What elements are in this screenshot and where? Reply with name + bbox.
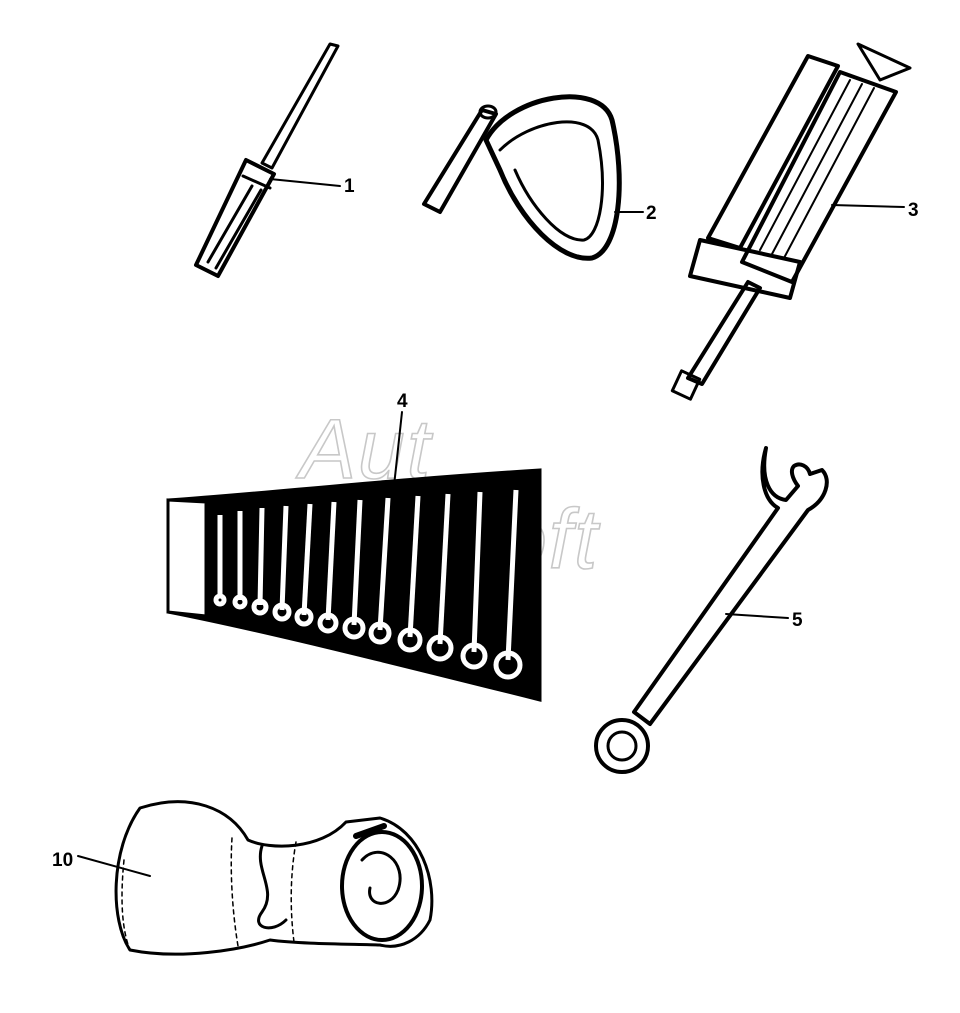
callout-leader-3 xyxy=(831,204,905,208)
callout-2: 2 xyxy=(646,203,657,224)
tool-bag-illustration xyxy=(114,800,434,956)
callout-5: 5 xyxy=(792,610,803,631)
screwdriver-illustration xyxy=(194,42,340,278)
callout-10: 10 xyxy=(52,850,73,871)
wrench-set-roll-illustration xyxy=(166,468,542,702)
callout-3: 3 xyxy=(908,200,919,221)
grease-gun-illustration xyxy=(670,42,912,401)
callout-leader-4 xyxy=(393,411,403,487)
callout-leader-5 xyxy=(725,613,789,619)
wrench-set xyxy=(213,489,523,680)
callout-leader-10 xyxy=(77,855,151,877)
combination-wrench-illustration xyxy=(594,446,829,774)
callout-1: 1 xyxy=(344,176,355,197)
filter-wrench-illustration xyxy=(422,94,622,261)
callout-leader-1 xyxy=(269,178,341,187)
callout-4: 4 xyxy=(397,391,408,412)
